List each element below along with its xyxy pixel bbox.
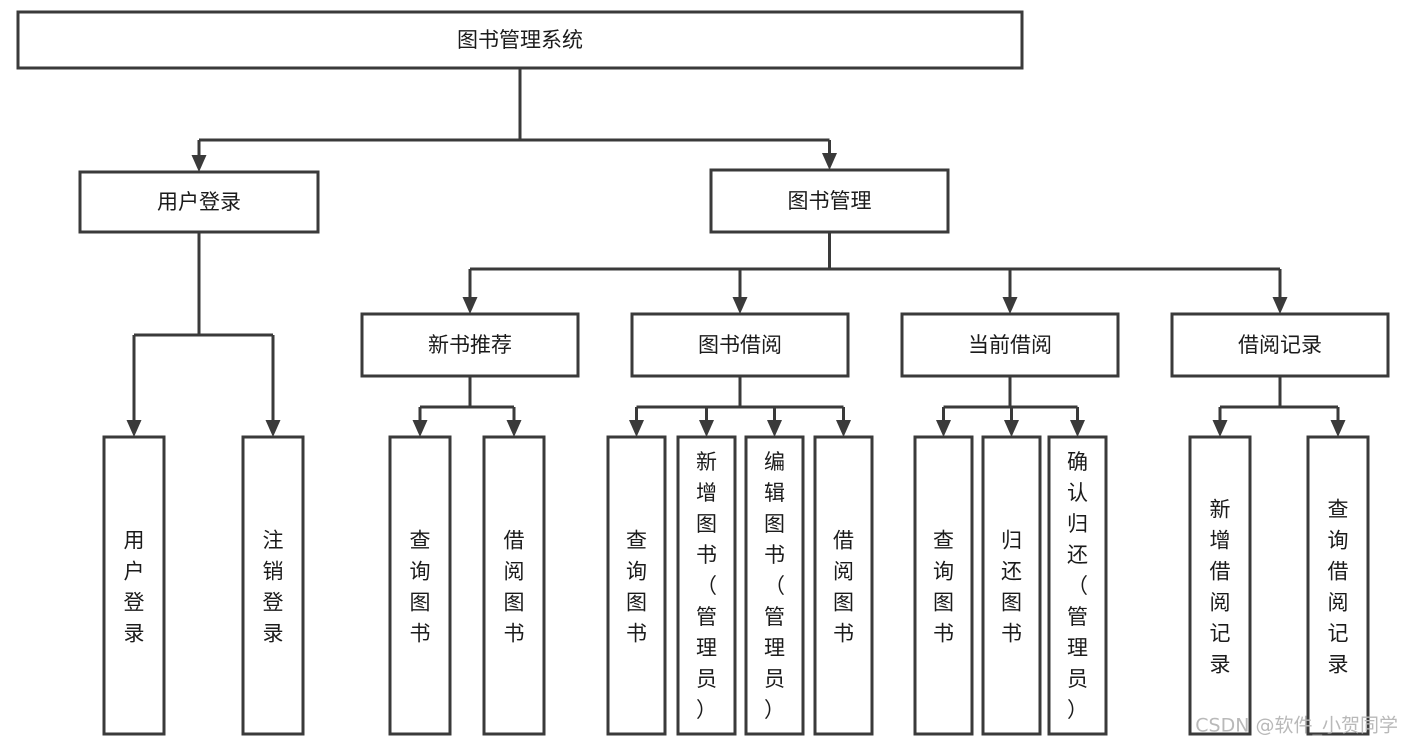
- node-label-leaf-confirm-return-admin: 确认归还（管理员）: [1067, 450, 1088, 722]
- node-leaf-add-book-admin[interactable]: 新增图书（管理员）: [676, 435, 737, 736]
- connector-arrowhead-icon: [191, 155, 207, 172]
- node-leaf-borrow-book[interactable]: 借阅图书: [813, 435, 874, 736]
- connector-arrowhead-icon: [506, 420, 522, 437]
- connector-arrowhead-icon: [412, 420, 428, 437]
- node-borrow-record[interactable]: 借阅记录: [1170, 312, 1390, 378]
- connector-arrowhead-icon: [1002, 297, 1018, 314]
- node-label-leaf-query-book-rec: 查询图书: [410, 529, 431, 646]
- connector-arrowhead-icon: [836, 420, 851, 437]
- connector-arrowhead-icon: [629, 420, 644, 437]
- node-label-leaf-query-borrow-record: 查询借阅记录: [1328, 498, 1349, 677]
- node-box-leaf-add-borrow-record[interactable]: [1188, 435, 1252, 736]
- node-current-borrow[interactable]: 当前借阅: [900, 312, 1120, 378]
- node-box-leaf-query-book-borrow[interactable]: [606, 435, 667, 736]
- node-user-login[interactable]: 用户登录: [78, 170, 320, 234]
- node-label-leaf-user-login: 用户登录: [124, 529, 145, 646]
- node-box-leaf-borrow-book[interactable]: [813, 435, 874, 736]
- node-leaf-add-borrow-record[interactable]: 新增借阅记录: [1188, 435, 1252, 736]
- node-label-leaf-edit-book-admin: 编辑图书（管理员）: [764, 450, 785, 722]
- node-leaf-user-login[interactable]: 用户登录: [102, 435, 166, 736]
- node-box-user-login[interactable]: [78, 170, 320, 234]
- node-leaf-query-book-borrow[interactable]: 查询图书: [606, 435, 667, 736]
- watermark-layer: CSDN @软件_小贺同学: [1195, 715, 1398, 737]
- node-leaf-edit-book-admin[interactable]: 编辑图书（管理员）: [744, 435, 805, 736]
- connector-arrowhead-icon: [265, 420, 281, 437]
- connector-arrowhead-icon: [1212, 420, 1228, 437]
- node-leaf-query-borrow-record[interactable]: 查询借阅记录: [1306, 435, 1370, 736]
- node-book-borrow[interactable]: 图书借阅: [630, 312, 850, 378]
- node-box-leaf-user-login[interactable]: [102, 435, 166, 736]
- node-box-book-management[interactable]: [709, 168, 950, 234]
- node-label-leaf-query-book-current: 查询图书: [933, 529, 954, 646]
- node-label-leaf-add-borrow-record: 新增借阅记录: [1210, 498, 1231, 677]
- connector-arrowhead-icon: [1004, 420, 1019, 437]
- connector-arrowhead-icon: [732, 297, 748, 314]
- connector-arrowhead-icon: [126, 420, 142, 437]
- connector-arrowhead-icon: [1070, 420, 1085, 437]
- connector-arrowhead-icon: [936, 420, 951, 437]
- node-box-leaf-query-book-current[interactable]: [913, 435, 974, 736]
- connector-arrowhead-icon: [1330, 420, 1346, 437]
- node-new-book-recommend[interactable]: 新书推荐: [360, 312, 580, 378]
- node-label-leaf-add-book-admin: 新增图书（管理员）: [696, 450, 717, 722]
- node-root[interactable]: 图书管理系统: [16, 10, 1024, 70]
- connector-arrowhead-icon: [462, 297, 478, 314]
- connector-group-new-book-recommend-to-leaves: [412, 376, 522, 437]
- node-leaf-query-book-rec[interactable]: 查询图书: [388, 435, 452, 736]
- connector-group-user-login-to-leaves: [126, 232, 281, 437]
- connector-arrowhead-icon: [699, 420, 714, 437]
- node-box-leaf-edit-book-admin[interactable]: [744, 435, 805, 736]
- node-box-current-borrow[interactable]: [900, 312, 1120, 378]
- node-leaf-query-book-current[interactable]: 查询图书: [913, 435, 974, 736]
- node-box-leaf-return-book[interactable]: [981, 435, 1042, 736]
- node-book-management[interactable]: 图书管理: [709, 168, 950, 234]
- connector-group-book-management-to-level3: [462, 232, 1288, 314]
- node-label-book-management: 图书管理: [788, 189, 872, 213]
- node-box-leaf-add-book-admin[interactable]: [676, 435, 737, 736]
- connector-layer: [126, 68, 1346, 437]
- node-label-new-book-recommend: 新书推荐: [428, 333, 512, 357]
- connector-group-root-to-level2: [191, 68, 837, 172]
- node-box-leaf-confirm-return-admin[interactable]: [1047, 435, 1108, 736]
- node-label-leaf-return-book: 归还图书: [1001, 529, 1022, 646]
- connector-group-book-borrow-to-leaves: [629, 376, 851, 437]
- node-label-leaf-borrow-book-rec: 借阅图书: [504, 529, 525, 646]
- node-box-borrow-record[interactable]: [1170, 312, 1390, 378]
- csdn-watermark: CSDN @软件_小贺同学: [1195, 715, 1398, 737]
- node-label-book-borrow: 图书借阅: [698, 333, 782, 357]
- connector-arrowhead-icon: [822, 153, 837, 170]
- node-leaf-confirm-return-admin[interactable]: 确认归还（管理员）: [1047, 435, 1108, 736]
- node-box-root[interactable]: [16, 10, 1024, 70]
- node-label-borrow-record: 借阅记录: [1238, 333, 1322, 357]
- node-box-leaf-query-book-rec[interactable]: [388, 435, 452, 736]
- node-layer: 图书管理系统用户登录图书管理新书推荐图书借阅当前借阅借阅记录用户登录注销登录查询…: [16, 10, 1390, 736]
- node-box-new-book-recommend[interactable]: [360, 312, 580, 378]
- connector-group-current-borrow-to-leaves: [936, 376, 1085, 437]
- node-label-user-login: 用户登录: [157, 190, 241, 214]
- node-label-current-borrow: 当前借阅: [968, 333, 1052, 357]
- node-label-leaf-query-book-borrow: 查询图书: [626, 529, 647, 646]
- node-box-leaf-logout[interactable]: [241, 435, 305, 736]
- node-leaf-logout[interactable]: 注销登录: [241, 435, 305, 736]
- node-box-leaf-query-borrow-record[interactable]: [1306, 435, 1370, 736]
- node-box-leaf-borrow-book-rec[interactable]: [482, 435, 546, 736]
- node-label-root: 图书管理系统: [457, 28, 583, 52]
- node-label-leaf-borrow-book: 借阅图书: [833, 529, 854, 646]
- connector-arrowhead-icon: [1272, 297, 1288, 314]
- connector-arrowhead-icon: [767, 420, 782, 437]
- connector-group-borrow-record-to-leaves: [1212, 376, 1346, 437]
- node-label-leaf-logout: 注销登录: [263, 529, 284, 646]
- node-leaf-borrow-book-rec[interactable]: 借阅图书: [482, 435, 546, 736]
- node-box-book-borrow[interactable]: [630, 312, 850, 378]
- node-leaf-return-book[interactable]: 归还图书: [981, 435, 1042, 736]
